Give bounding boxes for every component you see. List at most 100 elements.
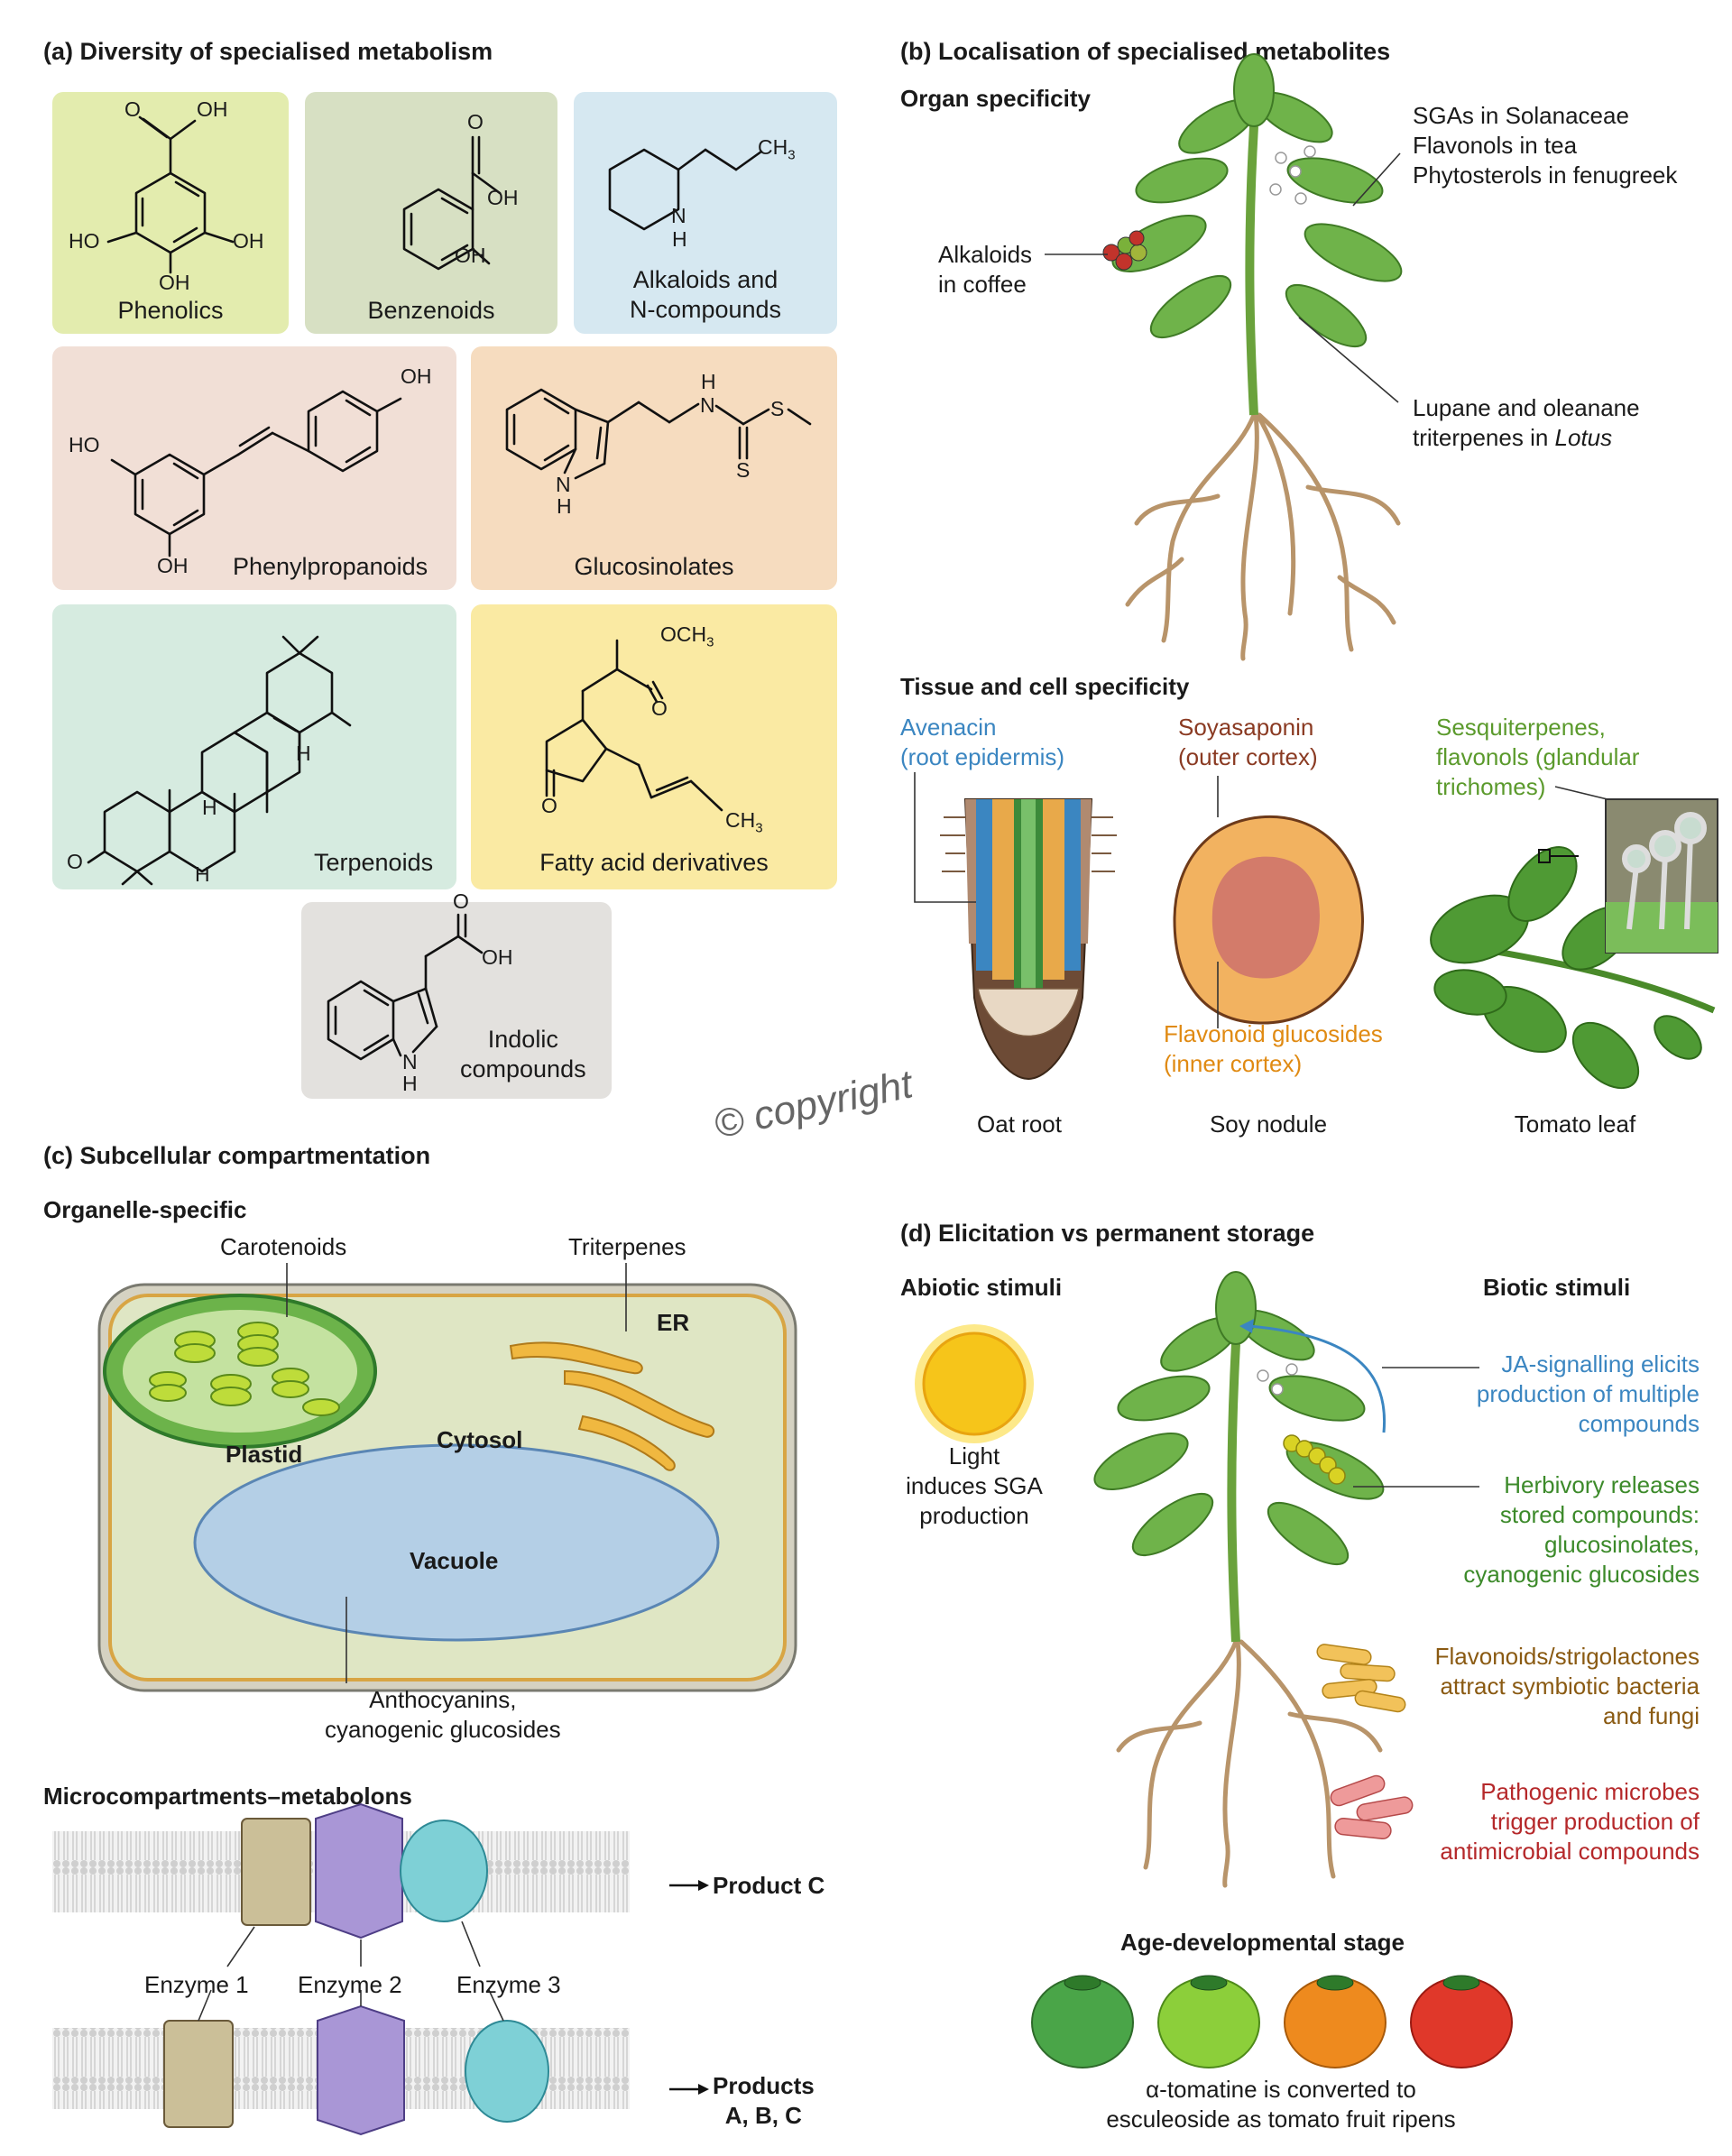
biotic-title: Biotic stimuli — [1483, 1274, 1631, 1301]
indolic-label: Indolic compounds — [460, 1026, 586, 1083]
roots — [1125, 412, 1401, 661]
atom-h: H — [195, 862, 210, 886]
light-label: Light induces SGA production — [906, 1442, 1043, 1529]
vacuole-label: Vacuole — [410, 1547, 499, 1574]
atom-ch3: CH3 — [758, 135, 796, 163]
metabolon-membrane-illustration — [52, 1802, 709, 2136]
fatty-acid-box: OCH3 O O CH3 Fatty acid derivatives — [471, 604, 837, 889]
atom-oh: OH — [487, 186, 519, 209]
glucosinolate-indole-structure — [505, 388, 812, 480]
atom-och3: OCH3 — [660, 622, 714, 650]
plant-illustration — [1102, 53, 1403, 661]
herbivory-label: Herbivory releases stored compounds: glu… — [1463, 1471, 1700, 1588]
copyright-watermark: © copyright — [710, 1062, 917, 1147]
benzenoids-label: Benzenoids — [367, 297, 495, 324]
plant-cell-illustration — [97, 1283, 797, 1692]
tomato-ripening-illustration — [1031, 1975, 1513, 2068]
atom-n: N — [671, 204, 686, 227]
alkaloids-box: CH3 N H Alkaloids and N-compounds — [574, 92, 837, 334]
alkaloids-coffee-label: Alkaloids in coffee — [938, 241, 1033, 298]
sga-label: SGAs in Solanaceae Flavonols in tea Phyt… — [1413, 102, 1678, 189]
enzyme-2-label: Enzyme 2 — [298, 1971, 402, 1998]
coffee-berries — [1102, 230, 1147, 271]
atom-s: S — [770, 397, 785, 420]
atom-ho: HO — [69, 229, 100, 253]
atom-o: O — [467, 110, 484, 134]
atom-h: H — [402, 1072, 418, 1095]
anthocyanins-label: Anthocyanins, cyanogenic glucosides — [325, 1686, 561, 1743]
atom-oh: OH — [157, 554, 189, 577]
soy-nodule-caption: Soy nodule — [1209, 1110, 1328, 1138]
fatty-acid-label: Fatty acid derivatives — [539, 849, 769, 876]
atom-ho: HO — [69, 433, 100, 456]
symbiotic-bacteria-icon — [1316, 1644, 1406, 1713]
products-abc-label: Products A, B, C — [713, 2072, 815, 2129]
abiotic-title: Abiotic stimuli — [900, 1274, 1063, 1301]
avenacin-label: Avenacin (root epidermis) — [900, 714, 1065, 770]
ja-signalling-label: JA-signalling elicits production of mult… — [1476, 1350, 1700, 1437]
atom-oh: OH — [482, 945, 513, 969]
flavonoids-label: Flavonoids/strigolactones attract symbio… — [1434, 1643, 1700, 1729]
carotenoids-label: Carotenoids — [220, 1233, 347, 1260]
tissue-specificity-title: Tissue and cell specificity — [900, 673, 1190, 700]
oat-root-illustration — [940, 798, 1117, 1081]
alkaloids-label: Alkaloids and N-compounds — [629, 266, 782, 323]
triterpenoid-structure — [87, 635, 352, 886]
indolic-box: O OH N H Indolic compounds — [301, 889, 612, 1099]
tomatine-label: α-tomatine is converted to esculeoside a… — [1106, 2076, 1456, 2133]
er-membranes — [509, 1341, 715, 1471]
atom-o: O — [541, 794, 557, 817]
atom-o: O — [651, 696, 668, 720]
glucosinolates-box: N H N H S S Glucosinolates — [471, 346, 837, 590]
resveratrol-structure — [110, 390, 402, 557]
coniine-structure — [608, 148, 763, 231]
atom-oh: OH — [401, 364, 432, 388]
phenolics-box: O OH HO OH OH Phenolics — [52, 92, 289, 334]
tomato-leaf-illustration — [1430, 798, 1718, 1090]
atom-h: H — [557, 494, 572, 518]
terpenoids-box: H H H O Terpenoids — [52, 604, 456, 889]
soy-nodule-illustration — [1173, 815, 1364, 1025]
panel-a-title: (a) Diversity of specialised metabolism — [43, 38, 493, 65]
soyasaponin-label: Soyasaponin (outer cortex) — [1178, 714, 1318, 770]
panel-c-title: (c) Subcellular compartmentation — [43, 1142, 431, 1169]
atom-h: H — [296, 742, 311, 765]
atom-o: O — [124, 97, 141, 121]
atom-s: S — [736, 458, 751, 482]
atom-n: N — [556, 473, 571, 496]
phenylpropanoids-box: HO OH OH Phenylpropanoids — [52, 346, 456, 590]
sun-icon — [915, 1324, 1034, 1443]
panel-b-title: (b) Localisation of specialised metaboli… — [900, 38, 1391, 65]
pathogenic-microbes-icon — [1330, 1774, 1414, 1840]
tomato-leaf-caption: Tomato leaf — [1514, 1110, 1636, 1138]
phenylpropanoids-label: Phenylpropanoids — [233, 553, 428, 580]
plastid-label: Plastid — [226, 1441, 303, 1468]
metabolons-title: Microcompartments–metabolons — [43, 1783, 412, 1810]
atom-n: N — [402, 1050, 418, 1073]
atom-h: H — [202, 796, 217, 819]
terpenoids-label: Terpenoids — [314, 849, 434, 876]
salicylic-acid-structure — [402, 135, 502, 271]
product-c-label: Product C — [713, 1872, 825, 1899]
jasmonate-structure — [545, 639, 723, 812]
benzenoids-box: O OH OH Benzenoids — [305, 92, 557, 334]
panel-d-title: (d) Elicitation vs permanent storage — [900, 1220, 1315, 1247]
cytosol-label: Cytosol — [437, 1426, 523, 1453]
triterpenes-label: Triterpenes — [568, 1233, 686, 1260]
organ-specificity-title: Organ specificity — [900, 85, 1091, 112]
atom-o: O — [67, 850, 83, 873]
oat-root-caption: Oat root — [977, 1110, 1062, 1138]
flavonoid-glucosides-label: Flavonoid glucosides (inner cortex) — [1164, 1020, 1383, 1077]
phenolics-label: Phenolics — [117, 297, 224, 324]
atom-oh: OH — [455, 244, 486, 267]
thylakoid-stacks — [149, 1322, 340, 1416]
organelle-specific-title: Organelle-specific — [43, 1196, 247, 1223]
atom-o: O — [453, 889, 469, 913]
atom-oh: OH — [233, 229, 264, 253]
sesquiterpenes-label: Sesquiterpenes, flavonols (glandular tri… — [1436, 714, 1640, 800]
atom-oh: OH — [197, 97, 228, 121]
glucosinolates-label: Glucosinolates — [574, 553, 734, 580]
atom-n: N — [700, 393, 715, 417]
enzyme-3-label: Enzyme 3 — [456, 1971, 561, 1998]
